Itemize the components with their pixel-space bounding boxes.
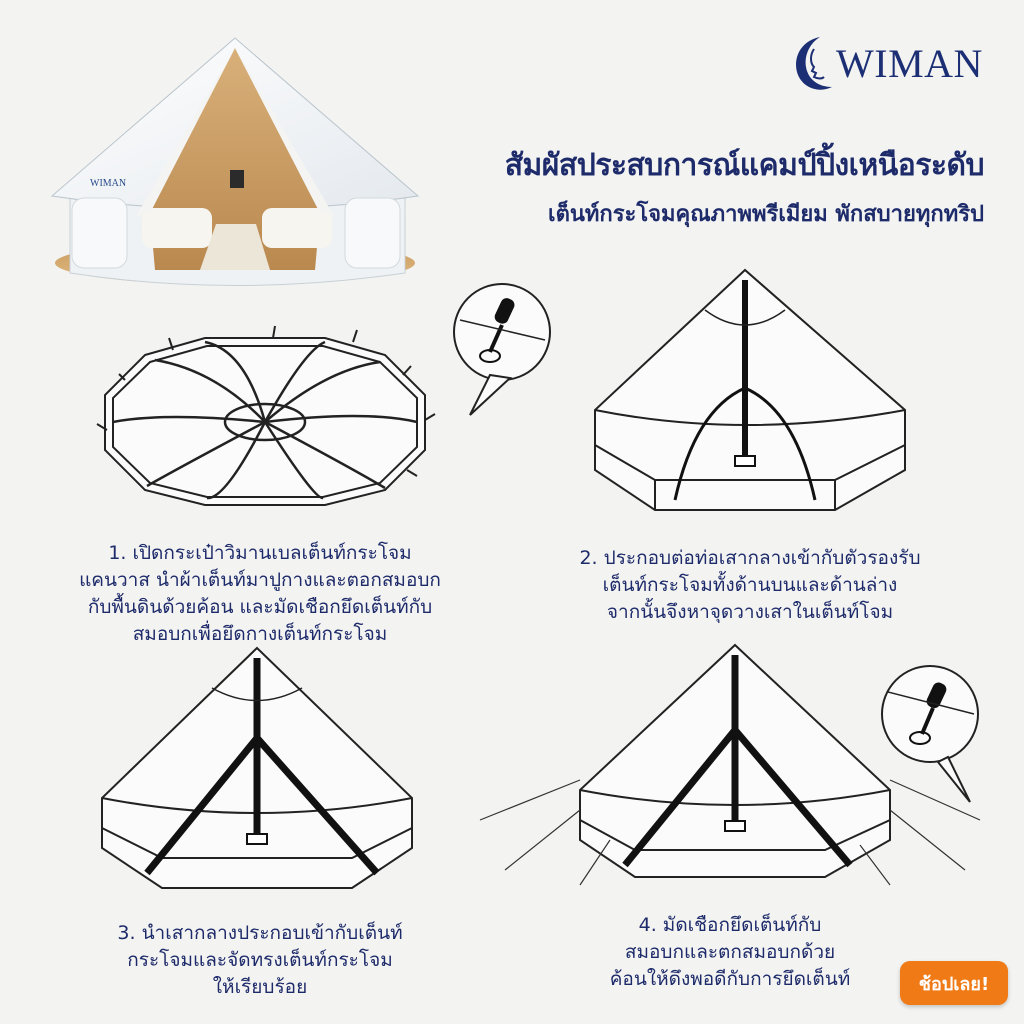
step-2-line-1: 2. ประกอบต่อท่อเสากลางเข้ากับตัวรองรับ [579,547,921,569]
step-2-line-2: เต็นท์กระโจมทั้งด้านบนและด้านล่าง [602,574,898,596]
step-3-text: 3. นำเสากลางประกอบเข้ากับเต็นท์ กระโจมแล… [40,920,480,1001]
brand-logo: WIMAN [790,28,1000,98]
step-3-illustration [101,646,413,889]
brand-name: WIMAN [836,40,983,86]
step-1-line-3: กับพื้นดินด้วยค้อน และมัดเชือกยึดเต็นท์ก… [87,596,433,618]
step-4-line-1: 4. มัดเชือกยึดเต็นท์กับ [638,914,822,936]
step-1-line-2: แคนวาส นำผ้าเต็นท์มาปูกางและตอกสมอบก [79,569,441,591]
step-3-line-2: กระโจมและจัดทรงเต็นท์กระโจม [127,949,393,971]
step-2-illustration [594,268,906,511]
crescent-moon-face-logo-icon [796,37,832,90]
step-2-text: 2. ประกอบต่อท่อเสากลางเข้ากับตัวรองรับ เ… [530,545,970,626]
step-3-line-3: ให้เรียบร้อย [212,976,308,998]
subheadline: เต็นท์กระโจมคุณภาพพรีเมียม พักสบายทุกทริ… [548,202,984,227]
step-4-line-3: ค้อนให้ดึงพอดีกับการยึดเต็นท์ [609,968,851,990]
shop-now-button[interactable]: ช้อปเลย! [900,961,1008,1005]
step-2-line-3: จากนั้นจึงหาจุดวางเสาในเต็นท์โจม [606,601,894,623]
step-3-line-1: 3. นำเสากลางประกอบเข้ากับเต็นท์ [117,922,403,944]
step-1-callout [453,283,551,416]
step-4-callout [881,665,979,803]
tent-photo: WIMAN [50,37,420,286]
tent-photo-label: WIMAN [90,178,126,189]
step-1-text: 1. เปิดกระเป๋าวิมานเบลเต็นท์กระโจม แคนวา… [40,540,480,648]
step-4-illustration [479,643,981,886]
step-4-line-2: สมอบกและตกสมอบกด้วย [624,941,836,963]
step-1-line-1: 1. เปิดกระเป๋าวิมานเบลเต็นท์กระโจม [108,542,412,564]
step-1-illustration [96,325,436,506]
step-1-line-4: สมอบกเพื่อยึดกางเต็นท์กระโจม [132,623,388,645]
headline: สัมผัสประสบการณ์แคมป์ปิ้งเหนือระดับ [504,148,985,183]
step-4-text: 4. มัดเชือกยึดเต็นท์กับ สมอบกและตกสมอบกด… [530,912,930,993]
